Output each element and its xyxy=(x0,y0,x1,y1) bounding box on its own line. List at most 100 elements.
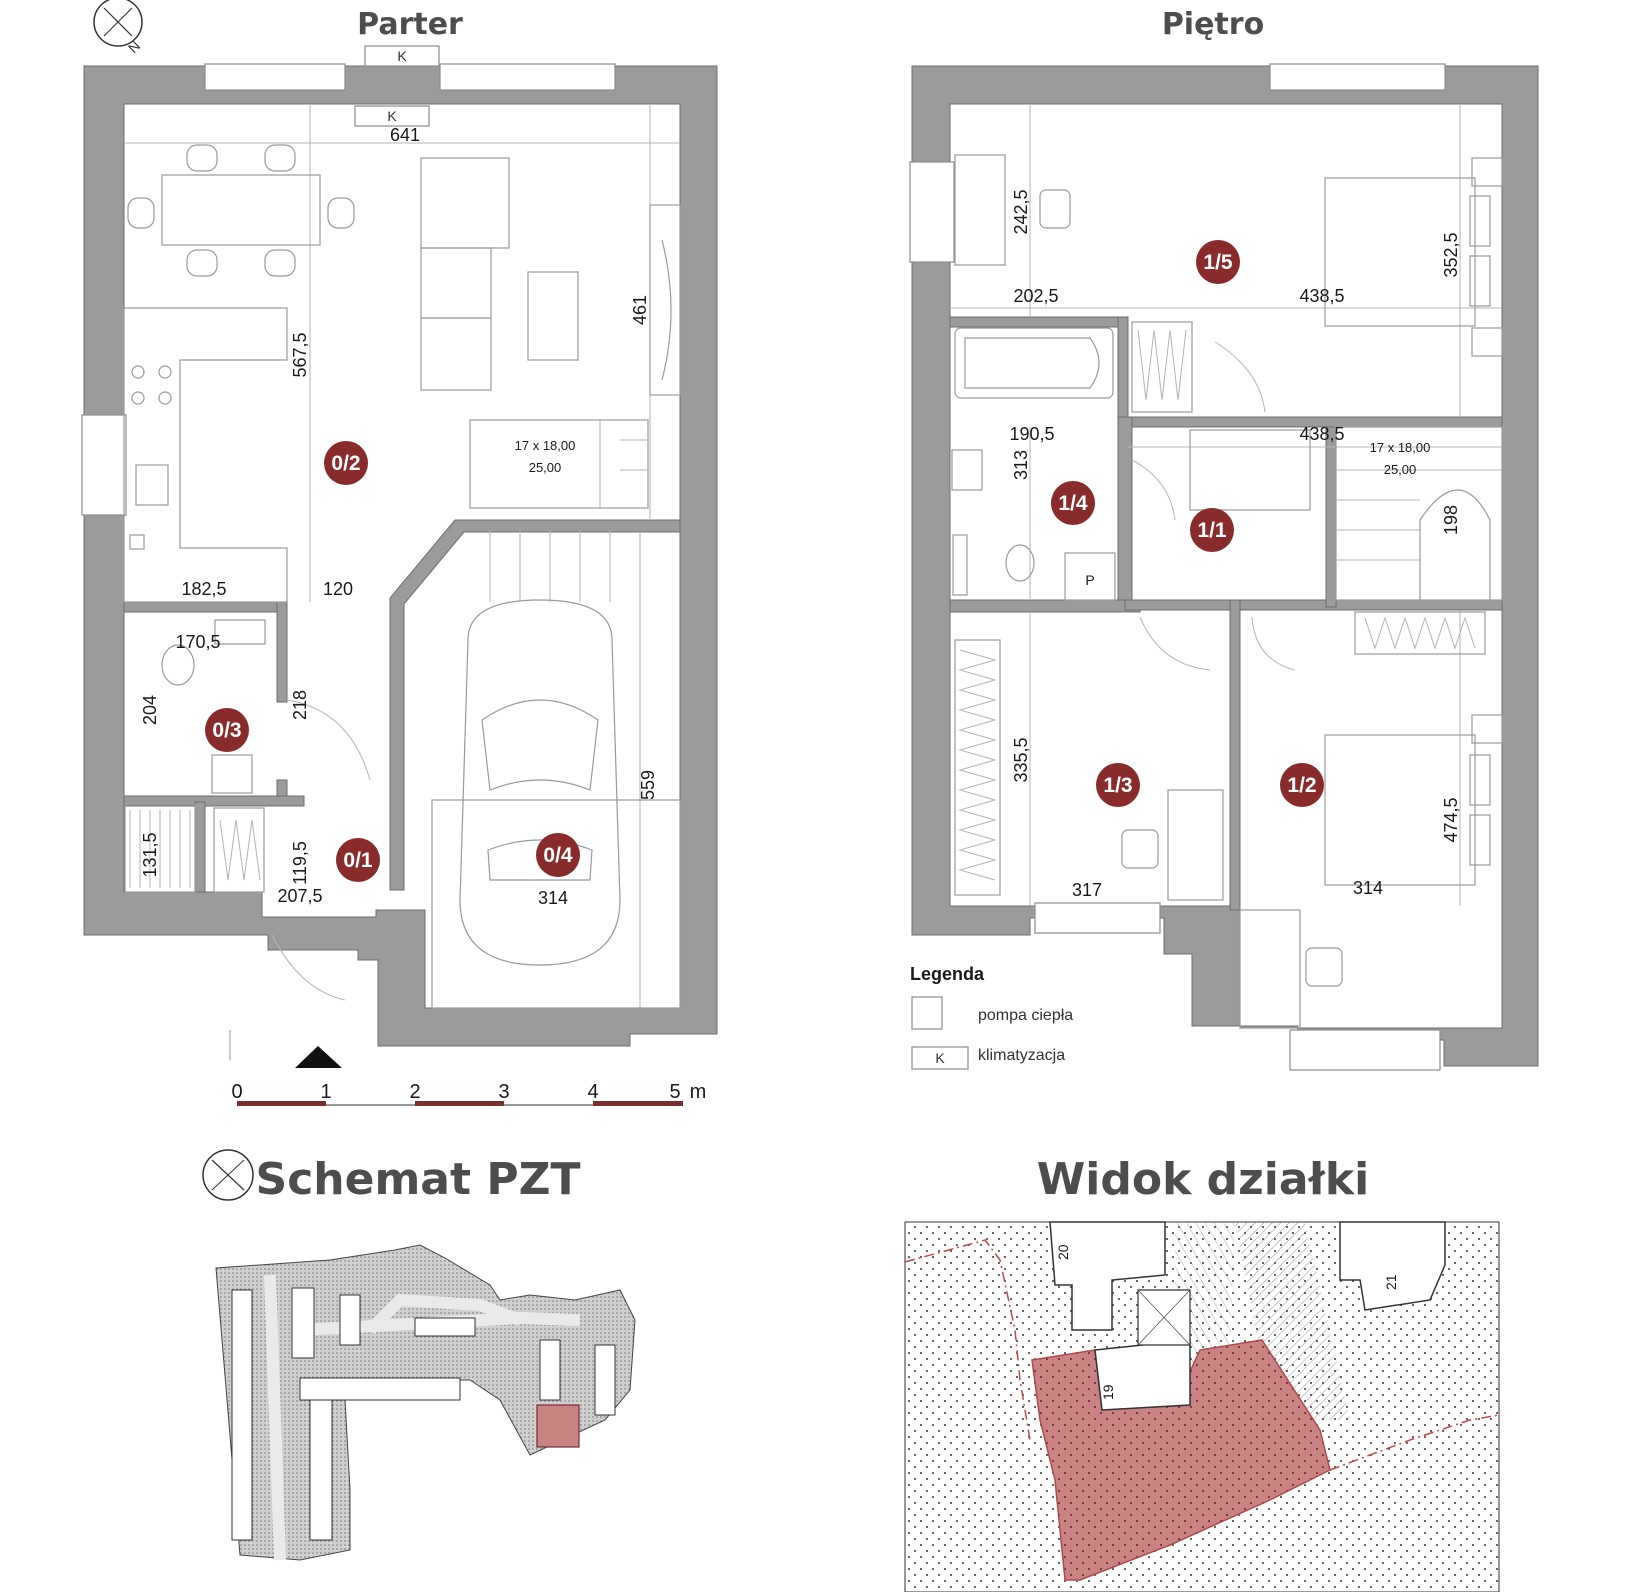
dimension-label: 119,5 xyxy=(290,841,310,885)
wall-segment xyxy=(276,601,288,703)
dimension-label: 242,5 xyxy=(1011,189,1031,234)
room-badge: 1/4 xyxy=(1051,481,1095,525)
dimension-label: 352,5 xyxy=(1441,232,1461,277)
dimension-label: 438,5 xyxy=(1299,286,1344,306)
desk-icon xyxy=(954,154,1071,266)
door-swing xyxy=(1139,616,1211,671)
room-number: 1/5 xyxy=(1203,251,1233,274)
ac-unit-label: K xyxy=(397,48,407,64)
ac-unit-label: K xyxy=(387,108,397,124)
wardrobe-icon xyxy=(954,639,1001,896)
site-scheme-compass-icon xyxy=(202,1149,254,1201)
dimension-label: 190,5 xyxy=(1009,424,1054,444)
compass-icon: N xyxy=(93,0,143,56)
dimension-label: 207,5 xyxy=(277,886,322,906)
sofa-icon xyxy=(420,157,579,391)
p-label: P xyxy=(1085,572,1094,588)
ground-floor-plan: K K xyxy=(81,45,718,1068)
window xyxy=(1289,1029,1441,1071)
scale-tick-label: 5 xyxy=(669,1081,680,1103)
window xyxy=(204,63,346,91)
dimension-label: 474,5 xyxy=(1441,797,1461,842)
scale-tick-label: 2 xyxy=(409,1081,420,1103)
dimension-label: 335,5 xyxy=(1011,737,1031,782)
room-number: 0/3 xyxy=(212,719,241,742)
stairs-spec: 17 x 18,00 xyxy=(1370,440,1431,455)
plot-number: 20 xyxy=(1055,1244,1071,1260)
wall-segment xyxy=(194,801,206,893)
legend-symbol: K xyxy=(935,1050,945,1066)
room-badge: 0/3 xyxy=(205,708,249,752)
car-icon xyxy=(431,599,681,1009)
dimension-label: 131,5 xyxy=(140,832,160,877)
stairs-spec: 25,00 xyxy=(529,460,562,475)
scale-bar xyxy=(229,1030,683,1106)
door-swing xyxy=(1251,616,1296,671)
legend-label: klimatyzacja xyxy=(978,1047,1065,1064)
wall-segment xyxy=(123,795,305,807)
room-number: 1/1 xyxy=(1197,519,1227,542)
plot-view-title: Widok działki xyxy=(1037,1154,1369,1205)
room-badge: 1/3 xyxy=(1096,763,1140,807)
dimension-label: 317 xyxy=(1072,880,1102,900)
ac-unit-icon xyxy=(911,1046,969,1070)
legend-item: pompa ciepła xyxy=(911,996,1073,1030)
dimension-label: 198 xyxy=(1441,505,1461,535)
dimension-label: 204 xyxy=(140,695,160,725)
ac-unit-icon xyxy=(354,105,430,127)
wardrobe-icon xyxy=(1131,321,1193,413)
room-number: 1/2 xyxy=(1287,774,1316,797)
dimension-label: 438,5 xyxy=(1299,424,1344,444)
dimension-label: 314 xyxy=(538,888,568,908)
scale-tick-label: 3 xyxy=(498,1081,509,1103)
window xyxy=(909,161,955,263)
room-number: 0/1 xyxy=(343,849,373,872)
dimension-label: 567,5 xyxy=(290,332,310,377)
wall-segment xyxy=(1325,426,1337,608)
window xyxy=(439,63,616,91)
room-number: 1/4 xyxy=(1058,492,1088,515)
wc-fixtures-icon xyxy=(951,449,1116,601)
bathtub-icon xyxy=(954,327,1114,399)
entrance-arrow-icon xyxy=(295,1046,342,1068)
window xyxy=(81,414,127,516)
site-highlight-plot xyxy=(536,1404,580,1448)
bed-icon xyxy=(1324,714,1503,886)
stairs-spec: 17 x 18,00 xyxy=(515,438,576,453)
site-scheme-map xyxy=(215,1244,636,1561)
plot-view-map: 20 21 19 xyxy=(904,1221,1500,1592)
desk-chair-icon xyxy=(1239,909,1343,1029)
room-badge: 1/5 xyxy=(1196,240,1240,284)
legend: Legenda pompa ciepła K klimatyzacja xyxy=(910,964,1073,1070)
ground-floor-outer-wall xyxy=(83,65,718,1047)
wardrobe-icon xyxy=(1354,611,1486,655)
bathroom-fixtures-icon xyxy=(161,619,266,893)
upper-floor-plan: P 17 x 18,00 25,00 xyxy=(909,63,1539,1071)
dimension-label: 313 xyxy=(1011,450,1031,480)
dimension-label: 461 xyxy=(630,295,650,325)
tv-unit-icon xyxy=(649,204,681,396)
door-swing xyxy=(286,699,371,781)
room-number: 0/4 xyxy=(543,844,573,867)
dimension-label: 218 xyxy=(290,690,310,720)
dimension-label: 559 xyxy=(638,770,658,800)
wall-segment xyxy=(123,601,285,613)
legend-item: K klimatyzacja xyxy=(911,1046,1065,1070)
dining-table-icon xyxy=(127,144,355,277)
wall-segment xyxy=(949,599,1141,613)
room-number: 0/2 xyxy=(331,452,360,475)
scale-tick-label: 4 xyxy=(587,1081,598,1103)
kitchen-counter-icon xyxy=(123,307,288,603)
wall-segment xyxy=(1117,316,1129,428)
legend-title: Legenda xyxy=(910,964,985,984)
door-swing xyxy=(1214,341,1266,413)
wall-segment xyxy=(1124,599,1503,611)
dimension-label: 120 xyxy=(323,579,353,599)
dimension-label: 641 xyxy=(390,125,420,145)
room-badge: 1/1 xyxy=(1190,508,1234,552)
dimension-label: 202,5 xyxy=(1013,286,1058,306)
wall-segment xyxy=(949,316,1126,328)
closet-icon xyxy=(1189,429,1311,511)
wall-segment xyxy=(1117,416,1133,608)
